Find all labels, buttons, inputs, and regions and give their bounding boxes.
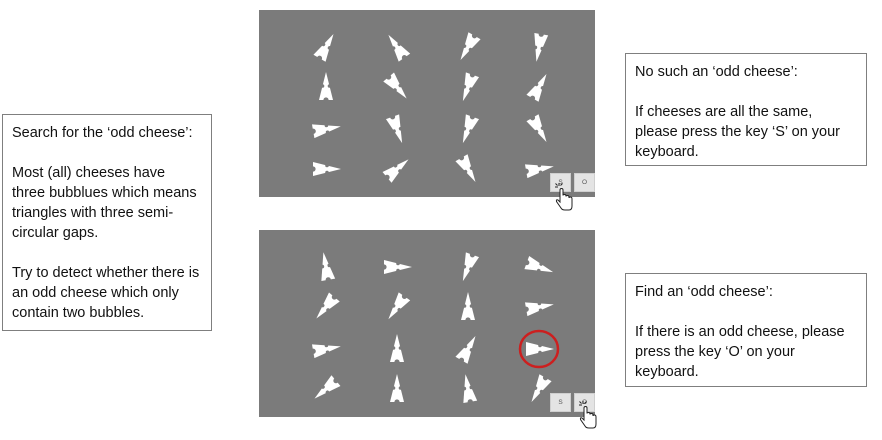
cheese-stimulus [462, 72, 480, 102]
instruction-box-no-odd: No such an ‘odd cheese’: If cheeses are … [625, 53, 867, 166]
cheese-stimulus [310, 162, 341, 176]
instruction-paragraph-2: Try to detect whether there is an odd ch… [12, 265, 200, 321]
cheese-stimulus [462, 252, 480, 282]
instruction-title: No such an ‘odd cheese’: [635, 64, 798, 80]
cheese-stimulus [319, 72, 333, 103]
stimulus-grid [310, 31, 554, 183]
hand-cursor-icon [579, 401, 597, 429]
cheese-stimulus [460, 32, 481, 60]
cheese-stimulus [383, 72, 407, 99]
cheese-stimulus [388, 292, 411, 320]
cheese-stimulus [526, 114, 547, 142]
odd-cheese-stimulus [526, 342, 554, 356]
cheese-stimulus [320, 252, 336, 283]
cheese-stimulus [388, 34, 411, 62]
click-burst-icon [555, 183, 563, 188]
cheese-stimulus [385, 114, 403, 144]
instruction-title: Search for the ‘odd cheese’: [12, 125, 193, 141]
instruction-paragraph-1: Most (all) cheeses have three bubblues w… [12, 165, 197, 241]
stimulus-grid [310, 252, 560, 405]
cheese-stimulus [313, 34, 334, 62]
cheese-stimulus [390, 334, 404, 365]
cheese-stimulus [526, 74, 547, 102]
instruction-body: If cheeses are all the same, please pres… [635, 104, 840, 160]
cheese-stimulus [310, 123, 341, 139]
cheese-stimulus [314, 375, 341, 399]
cheese-stimulus [523, 301, 554, 317]
cheese-stimulus [382, 159, 409, 183]
cheese-stimulus [461, 292, 475, 323]
instruction-box-search: Search for the ‘odd cheese’: Most (all) … [2, 114, 212, 331]
cheese-stimulus [455, 154, 476, 182]
key-o-button[interactable]: O [574, 173, 595, 192]
cheese-stimulus [531, 374, 552, 402]
odd-cheese-highlight [518, 329, 560, 369]
instruction-box-find-odd: Find an ‘odd cheese’: If there is an odd… [625, 273, 867, 387]
hand-cursor-icon [555, 183, 573, 211]
cheese-stimulus [455, 336, 476, 364]
cheese-stimulus [462, 114, 480, 144]
cheese-stimulus [381, 260, 412, 274]
cheese-stimulus [390, 374, 404, 405]
cheese-stimulus [310, 343, 341, 359]
cheese-stimulus [523, 163, 554, 179]
click-burst-icon [579, 401, 587, 406]
stimulus-panel-odd: S O [259, 230, 597, 429]
instruction-body: If there is an odd cheese, please press … [635, 324, 845, 380]
stimulus-panel-same: S O [259, 10, 595, 211]
cheese-stimulus [524, 255, 554, 273]
cheese-stimulus [533, 31, 549, 62]
instruction-title: Find an ‘odd cheese’: [635, 284, 773, 300]
cheese-stimulus [462, 374, 478, 405]
cheese-stimulus [316, 292, 340, 319]
key-s-button[interactable]: S [550, 393, 571, 412]
